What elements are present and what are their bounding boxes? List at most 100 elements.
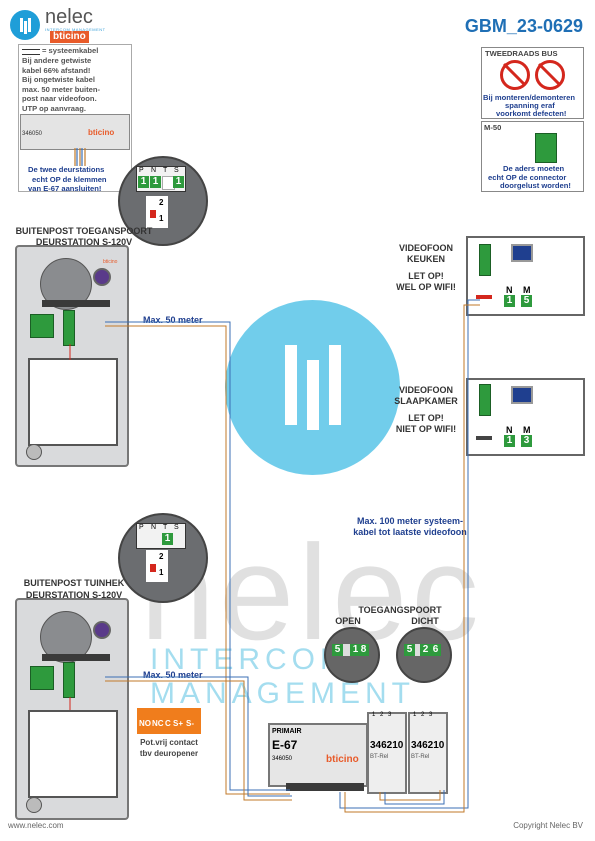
systeemkabel-swatch (22, 49, 40, 55)
camera-icon (93, 268, 111, 286)
videophone-keuken-bus-connector (479, 244, 491, 276)
terminal-block-bottom (136, 523, 186, 549)
watermark-subtext: INTERCOM MANAGEMENT (150, 643, 416, 710)
terminal-bottom-t: T (163, 524, 168, 531)
module-thumbnail-brand: bticino (88, 128, 115, 137)
contact-smin: S- (186, 719, 194, 728)
m50-note-2: echt OP de connector (488, 172, 567, 182)
watermark-logo-mark (285, 345, 341, 430)
module-thumbnail-code: 346050 (22, 131, 43, 137)
m50-connector (535, 133, 557, 163)
station-connector-strip (63, 310, 75, 346)
relay-module-1-pin-1: 1 (372, 712, 376, 718)
bus-title: TWEEDRAADS BUS (485, 49, 558, 58)
contact-terminal-block (137, 708, 201, 734)
videophone-slaapkamer-n-value: 1 (504, 435, 515, 447)
videophone-keuken-screen-icon (511, 244, 533, 262)
terminal-bottom-n: N (151, 524, 157, 531)
relay-dicht-pin-2: 2 (420, 644, 431, 656)
brand-partner: bticino (50, 31, 89, 43)
relay-module-2 (408, 712, 448, 794)
dip-switch-top-knob (150, 210, 156, 218)
videophone-keuken-switch (476, 295, 492, 299)
m50-note-3: doorgelust worden! (500, 181, 571, 190)
contact-no: NO (139, 719, 151, 728)
videophone-slaapkamer-m-value: 3 (521, 435, 532, 447)
terminal-top-n: N (151, 167, 157, 174)
cable-line-1: Bij andere getwiste (22, 56, 92, 65)
terminal-top-t: T (163, 167, 168, 174)
station-toegangspoort-label-1: BUITENPOST TOEGANSPOORT (15, 226, 153, 236)
relay-module-2-pin-2: 2 (421, 712, 425, 718)
videophone-slaapkamer-label-1: VIDEOFOON (398, 385, 453, 395)
contact-nc: NC (152, 719, 164, 728)
station-display-window (28, 358, 118, 446)
station-terminal-strip (42, 300, 110, 307)
terminal-top-p: P (139, 167, 144, 174)
deurstations-note-1: De twee deurstations (28, 165, 105, 174)
terminal-bottom-s: S (174, 524, 179, 531)
videophone-keuken-n-label: N (506, 285, 513, 295)
cable-length-bus-1: Max. 100 meter systeem- (356, 516, 464, 526)
cable-line-4: max. 50 meter buiten- (22, 84, 101, 94)
brand-tagline: INTERCOM MANAGEMENT (45, 27, 106, 32)
cable-line-3: Bij ongetwiste kabel (22, 75, 96, 84)
videophone-slaapkamer-screen-icon (511, 386, 533, 404)
station-button (26, 444, 42, 460)
cable-line-5: post naar videofoon. (22, 94, 97, 103)
footer-website[interactable]: www.nelec.com (8, 821, 64, 830)
station-toegangspoort-label-2: DEURSTATION S-120V (35, 237, 133, 247)
systeemkabel-legend: = systeemkabel (42, 46, 99, 55)
dip-switch-bottom-knob (150, 564, 156, 572)
bus-warning-box (481, 47, 584, 119)
bus-warning-3: voorkomt defecten! (496, 109, 567, 118)
terminal-top-s-value: 1 (173, 176, 184, 188)
bus-warning-1: Bij monteren/demonteren (483, 93, 575, 102)
videophone-slaapkamer-wifi-1: LET OP! (408, 413, 444, 423)
terminal-top-n-value: 1 (150, 176, 161, 188)
brand-name: nelec (45, 6, 93, 28)
cable-length-bus-2: kabel tot laatste videofoon (353, 527, 467, 537)
relay-module-1-code: 346210 (370, 740, 404, 751)
station-connector-block (30, 314, 54, 338)
videophone-keuken-m-value: 5 (521, 295, 532, 307)
no-tool-icon (535, 60, 565, 90)
power-terminal-strip (286, 783, 364, 791)
power-primair: PRIMAIR (272, 728, 302, 735)
videophone-slaapkamer-wifi-2: NIET OP WIFI! (395, 424, 457, 434)
dip-switch-top-1: 1 (159, 214, 164, 223)
relay-open-label: OPEN (335, 616, 361, 626)
relay-module-2-code: 346210 (411, 740, 445, 751)
deurstations-note-2: echt OP de klemmen (32, 174, 107, 184)
terminal-zoom-bottom (118, 513, 208, 603)
dip-switch-bottom-1: 1 (159, 568, 164, 577)
station-display-window-tuinhek (28, 710, 118, 798)
relay-title: TOEGANGSPOORT (358, 605, 442, 615)
station-button-tuinhek (26, 797, 42, 813)
cable-line-2: kabel 66% afstand! (22, 65, 91, 75)
m50-title: M-50 (484, 123, 502, 132)
videophone-keuken-wifi-1: LET OP! (408, 271, 444, 281)
bus-warning-2: spanning eraf (505, 101, 555, 110)
cable-length-bottom: Max. 50 meter (143, 670, 203, 680)
relay-dicht-pin-1: 5 (404, 644, 415, 656)
videophone-keuken-wifi-2: WEL OP WIFI! (396, 282, 456, 292)
contact-note-1: Pot.vrij contact (140, 738, 198, 747)
station-tuinhek-label-1: BUITENPOST TUINHEK (23, 578, 125, 588)
dip-switch-bottom (146, 550, 168, 582)
power-brand: bticino (326, 754, 359, 765)
station-connector-strip-tuinhek (63, 662, 75, 698)
videophone-keuken-m-label: M (523, 285, 531, 295)
videophone-keuken-n-value: 1 (504, 295, 515, 307)
videophone-slaapkamer-switch (476, 436, 492, 440)
power-model: E-67 (272, 738, 298, 752)
power-code: 346050 (272, 756, 293, 762)
videophone-slaapkamer-m-label: M (523, 425, 531, 435)
relay-module-1-pin-3: 3 (388, 712, 392, 718)
cable-length-top: Max. 50 meter (143, 315, 203, 325)
videophone-keuken-label-2: KEUKEN (406, 254, 445, 264)
footer-copyright: Copyright Nelec BV (513, 821, 583, 830)
station-connector-block-tuinhek (30, 666, 54, 690)
relay-dicht-pin-3: 6 (430, 644, 441, 656)
